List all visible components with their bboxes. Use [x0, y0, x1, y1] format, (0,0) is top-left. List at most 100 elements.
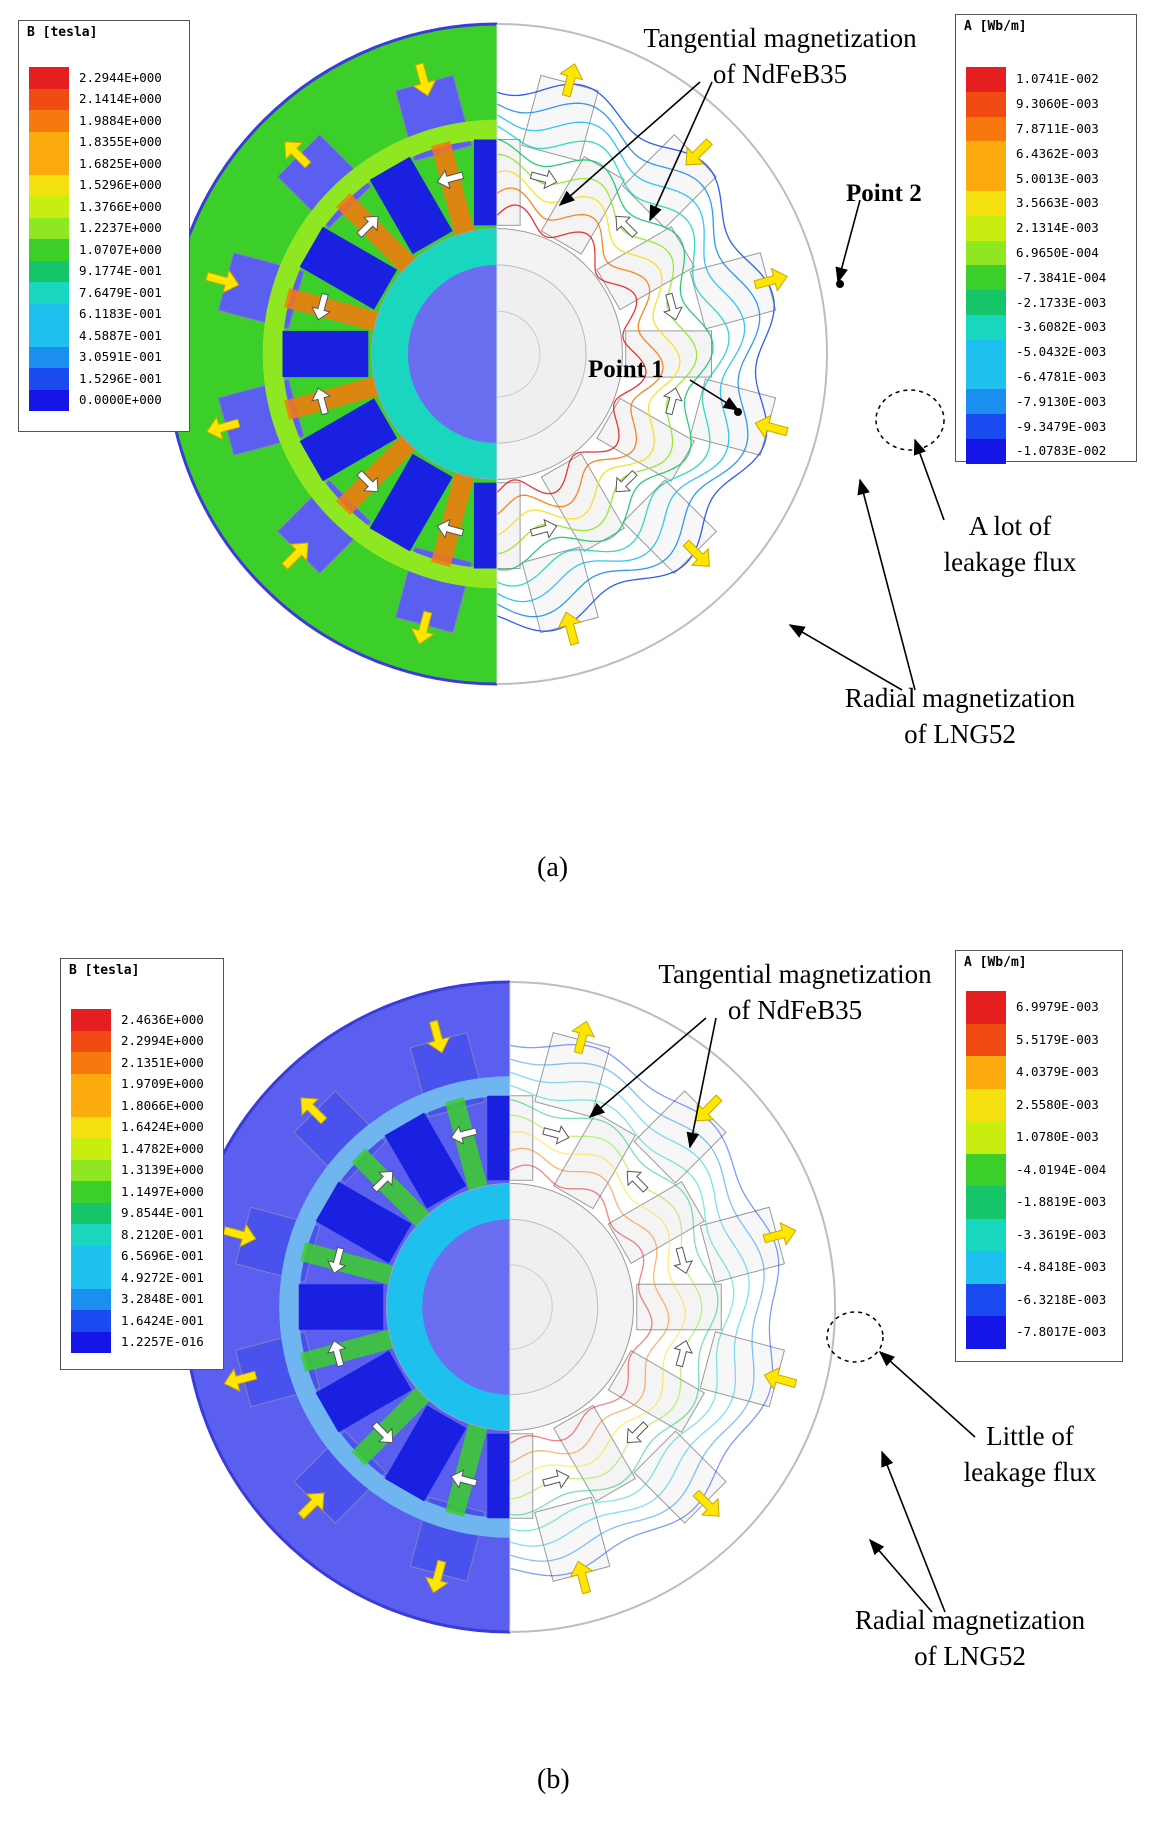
radial-magnet-arrow — [410, 610, 435, 645]
tangential-magnet-arrow — [542, 1469, 570, 1489]
rotor-slot-outline — [552, 1404, 637, 1503]
legend-value: 2.1414E+000 — [79, 91, 162, 107]
legend-swatch — [29, 153, 69, 175]
radial-magnet-arrow — [222, 1223, 257, 1248]
legend-swatch — [29, 389, 69, 411]
flux-contour — [497, 187, 664, 516]
legend-swatch — [966, 141, 1006, 167]
radial-label-line1: Radial magnetization — [844, 683, 1076, 713]
point1-label: Point 1 — [588, 356, 664, 383]
tangential-magnet-arrow — [356, 469, 379, 493]
legend-swatch — [71, 1224, 111, 1246]
legend-value: 1.8355E+000 — [79, 134, 162, 150]
tangential-magnet-arrow — [450, 1469, 478, 1489]
legend-swatch — [966, 991, 1006, 1024]
legend-swatch — [29, 239, 69, 261]
legend-swatch — [966, 91, 1006, 117]
rotor-slot-outline — [552, 1111, 637, 1210]
radial-magnet-arrow — [281, 542, 309, 570]
radial-magnet-arrow — [571, 1020, 596, 1055]
legend-row: 8.2120E-001 — [61, 1224, 223, 1246]
legend-row: 1.6424E-001 — [61, 1310, 223, 1332]
legend-row: 2.5580E-003 — [956, 1088, 1122, 1121]
legend-value: -3.6082E-003 — [1016, 319, 1107, 335]
legend-swatch — [71, 1202, 111, 1224]
legend-swatch — [29, 196, 69, 218]
legend-value: 3.0591E-001 — [79, 349, 162, 365]
legend-row: -6.3218E-003 — [956, 1283, 1122, 1316]
legend-value: 2.4636E+000 — [121, 1011, 204, 1027]
legend-value: 1.3139E+000 — [121, 1162, 204, 1178]
leader-line — [881, 1450, 946, 1613]
radial-label: Radial magnetization of LNG52 — [830, 1602, 1110, 1674]
legend-swatch — [29, 67, 69, 89]
legend-row: -4.8418E-003 — [956, 1251, 1122, 1284]
legend-row: 1.3139E+000 — [61, 1159, 223, 1181]
legend-value: -3.3619E-003 — [1016, 1226, 1107, 1242]
legend-row: 7.6479E-001 — [19, 282, 189, 304]
legend-swatch — [71, 1310, 111, 1332]
leader-line — [835, 199, 861, 284]
legend-swatch — [71, 1095, 111, 1117]
magnet-bar — [431, 472, 475, 567]
magnet-bar — [431, 141, 475, 236]
legend-value: 1.9709E+000 — [121, 1076, 204, 1092]
legend-row: 1.0707E+000 — [19, 239, 189, 261]
legend-title: B [tesla] — [27, 25, 98, 40]
leader-line — [686, 1017, 717, 1149]
flux-contour — [510, 1084, 735, 1532]
tangential-magnet-arrow — [311, 387, 332, 416]
magnet-bar — [300, 1329, 394, 1372]
rotor-slot — [473, 139, 497, 226]
legend-row: -6.4781E-003 — [956, 364, 1136, 390]
legend-swatch — [71, 1030, 111, 1052]
legend-swatch — [71, 1116, 111, 1138]
legend-swatch — [966, 364, 1006, 390]
leader-line — [868, 1538, 933, 1613]
legend-swatch — [966, 1153, 1006, 1186]
legend-swatch — [966, 67, 1006, 92]
tangential-magnet-arrow — [356, 215, 379, 239]
legend-row: 1.8355E+000 — [19, 131, 189, 153]
legend-swatch — [71, 1331, 111, 1353]
legend-value: 1.9884E+000 — [79, 112, 162, 128]
legend-row: 3.0591E-001 — [19, 346, 189, 368]
legend-row: 1.1497E+000 — [61, 1181, 223, 1203]
rotor-slot-outline — [636, 1283, 722, 1331]
legend-swatch — [966, 439, 1006, 464]
legend-swatch — [71, 1181, 111, 1203]
flux-contour — [510, 1058, 765, 1562]
legend-swatch — [71, 1288, 111, 1310]
radial-magnet-arrow — [284, 141, 312, 169]
radial-magnet-arrow — [685, 138, 713, 166]
legend-value: 8.2120E-001 — [121, 1226, 204, 1242]
legend-value: -7.9130E-003 — [1016, 393, 1107, 409]
legend-row: 9.1774E-001 — [19, 260, 189, 282]
magnet-bar — [335, 192, 416, 273]
legend-row: 1.2237E+000 — [19, 217, 189, 239]
legend-value: -1.8819E-003 — [1016, 1194, 1107, 1210]
legend-row: 3.5663E-003 — [956, 191, 1136, 216]
legend-value: 2.5580E-003 — [1016, 1096, 1099, 1112]
tangential-magnet-arrow — [529, 169, 558, 190]
tangential-label-line2: of NdFeB35 — [727, 995, 863, 1025]
flux-contour — [497, 170, 681, 536]
tangential-magnet-arrow — [542, 1125, 570, 1145]
radial-magnet-arrow — [682, 539, 710, 567]
radial-magnet-arrow — [559, 63, 584, 98]
legend-value: 1.4782E+000 — [121, 1140, 204, 1156]
legend-row: -4.0194E-004 — [956, 1153, 1122, 1186]
legend-value: 1.2257E-016 — [121, 1334, 204, 1350]
legend-swatch — [966, 315, 1006, 340]
magnet-bar — [351, 1387, 430, 1466]
leakage-highlight — [826, 1311, 884, 1363]
radial-magnet-arrow — [426, 1019, 451, 1054]
rotor-slot-outline — [607, 1180, 706, 1265]
flux-contour — [497, 83, 775, 632]
legend-swatch — [29, 217, 69, 239]
legend-value: 1.0707E+000 — [79, 241, 162, 257]
